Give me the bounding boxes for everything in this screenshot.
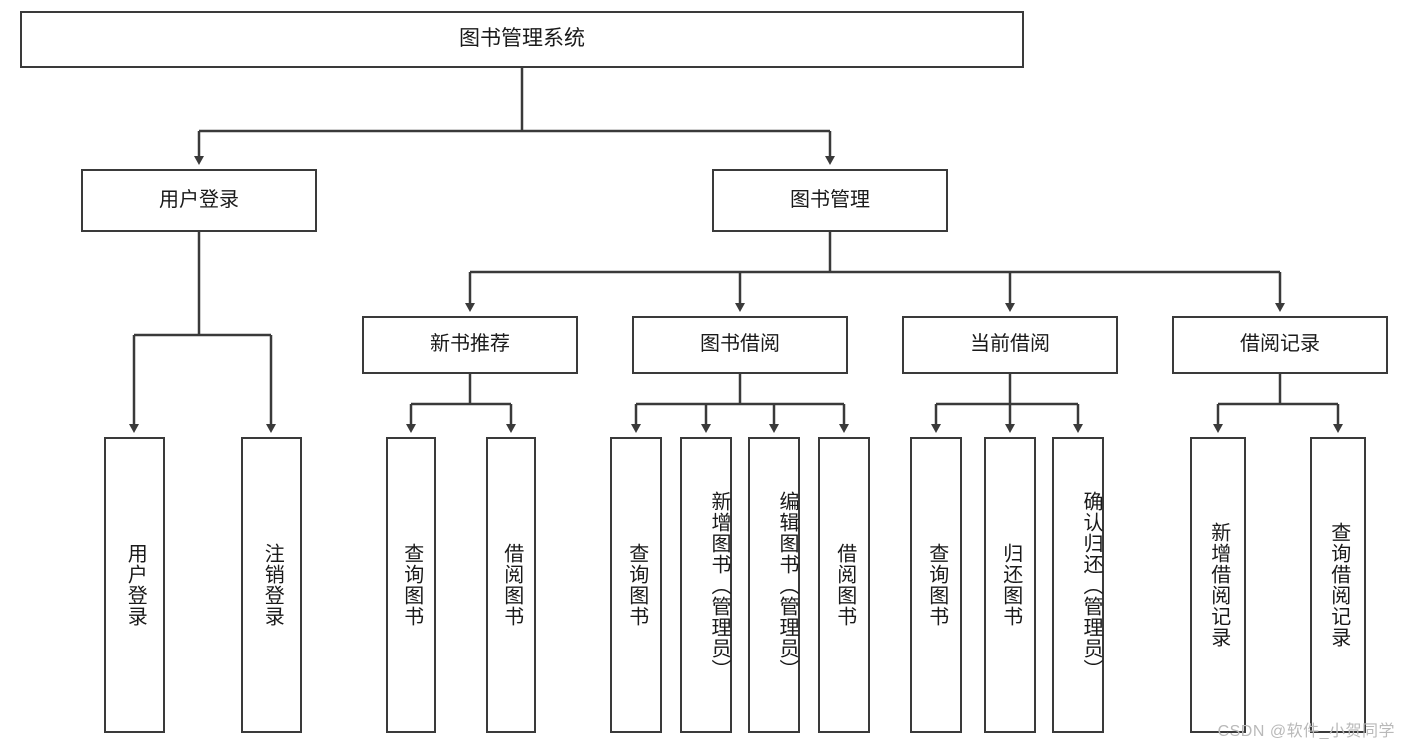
csdn-watermark: CSDN @软件_小贺同学	[1217, 723, 1395, 740]
node-leaf-query-book-recommend[interactable]: 查询图书	[386, 437, 436, 733]
node-leaf-borrow-book-recommend[interactable]: 借阅图书	[486, 437, 536, 733]
node-level3-book-borrow[interactable]: 图书借阅	[632, 316, 848, 374]
node-leaf-logout[interactable]: 注销登录	[241, 437, 302, 733]
node-leaf-user-login[interactable]: 用户登录	[104, 437, 165, 733]
node-leaf-edit-book-admin[interactable]: 编辑图书（管理员）	[748, 437, 800, 733]
node-leaf-confirm-return-admin[interactable]: 确认归还（管理员）	[1052, 437, 1104, 733]
node-level2-book-management[interactable]: 图书管理	[712, 169, 948, 232]
node-level3-new-book-recommend[interactable]: 新书推荐	[362, 316, 578, 374]
node-level3-borrow-record[interactable]: 借阅记录	[1172, 316, 1388, 374]
node-root[interactable]: 图书管理系统	[20, 11, 1024, 68]
node-leaf-query-book-borrow[interactable]: 查询图书	[610, 437, 662, 733]
node-leaf-query-borrow-record[interactable]: 查询借阅记录	[1310, 437, 1366, 733]
node-leaf-query-book-current[interactable]: 查询图书	[910, 437, 962, 733]
node-leaf-add-book-admin[interactable]: 新增图书（管理员）	[680, 437, 732, 733]
node-level3-current-borrow[interactable]: 当前借阅	[902, 316, 1118, 374]
node-leaf-add-borrow-record[interactable]: 新增借阅记录	[1190, 437, 1246, 733]
node-level2-user-login[interactable]: 用户登录	[81, 169, 317, 232]
node-leaf-return-book[interactable]: 归还图书	[984, 437, 1036, 733]
node-leaf-borrow-book[interactable]: 借阅图书	[818, 437, 870, 733]
